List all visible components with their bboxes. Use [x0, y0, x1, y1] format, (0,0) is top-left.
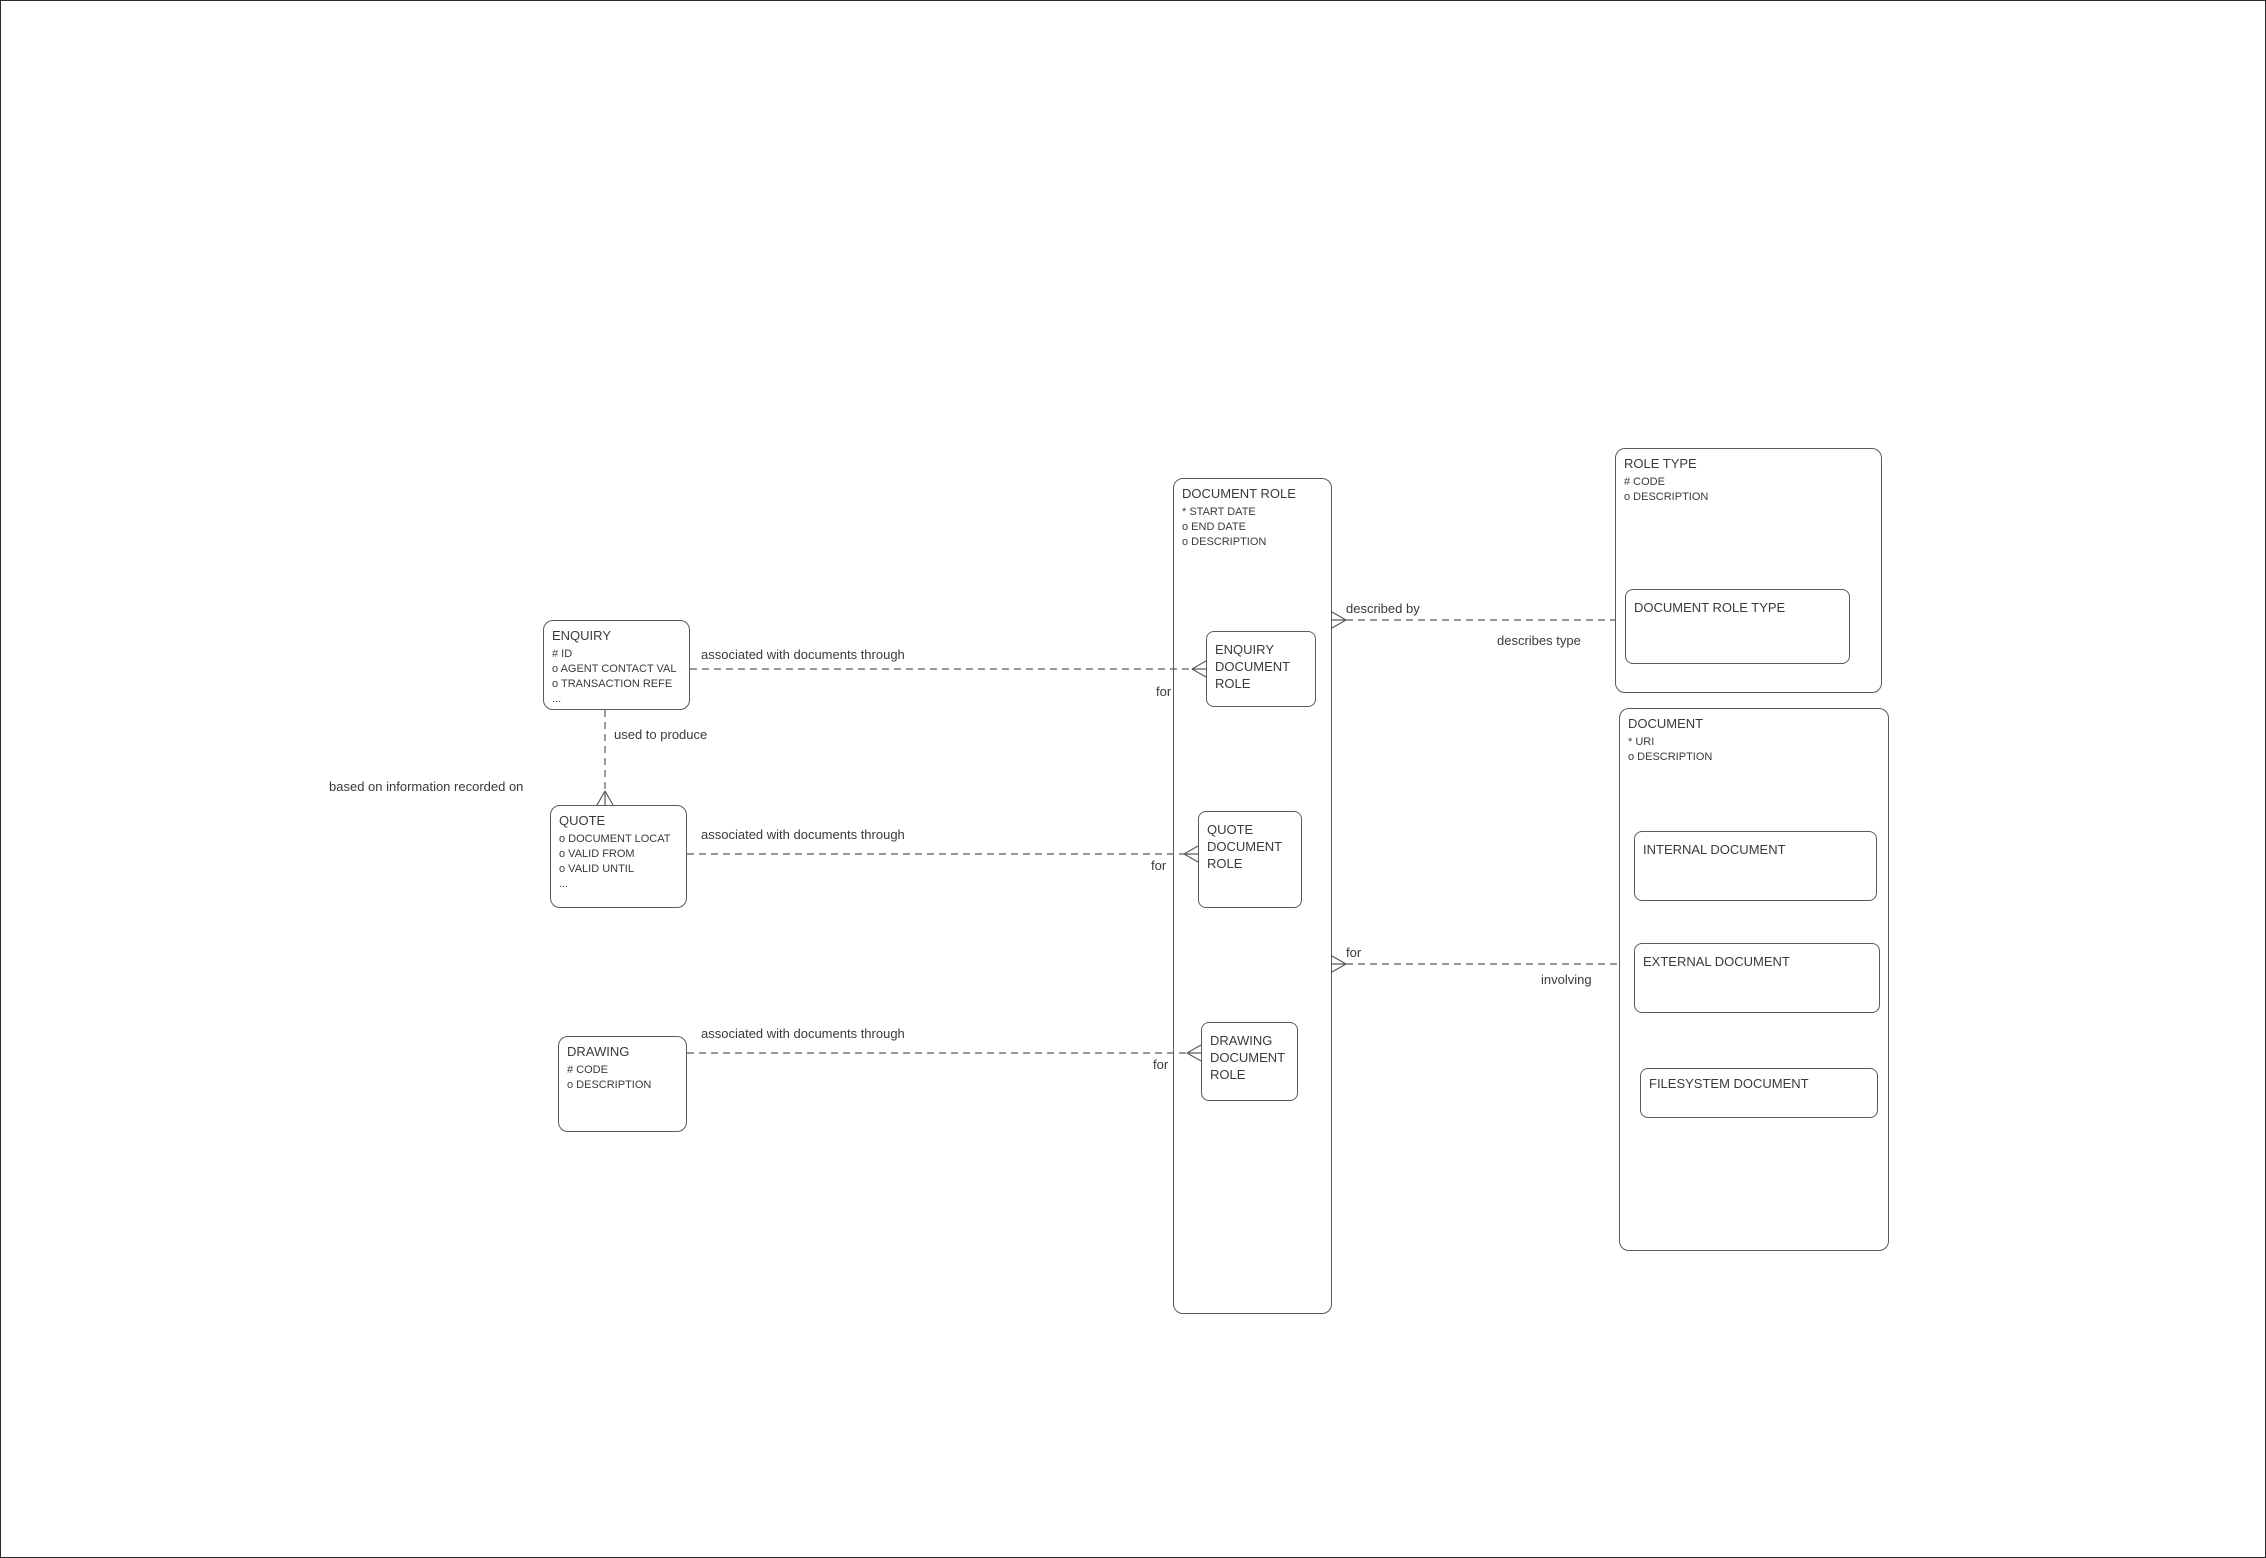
relationship-label: based on information recorded on	[329, 779, 524, 794]
crows-foot	[1191, 660, 1207, 678]
attribute: o VALID UNTIL	[559, 863, 634, 875]
attribute: # ID	[552, 648, 573, 660]
relationship-label: associated with documents through	[701, 647, 905, 662]
entity-quote-document-role[interactable]: QUOTE DOCUMENT ROLE	[1198, 811, 1302, 908]
attribute: o DESCRIPTION	[567, 1079, 652, 1091]
entity-drawing-document-role[interactable]: DRAWING DOCUMENT ROLE	[1201, 1022, 1298, 1101]
entity-title: ENQUIRY DOCUMENT ROLE	[1215, 642, 1290, 691]
entity-internal-document[interactable]: INTERNAL DOCUMENT	[1634, 831, 1877, 901]
relationship-label: for	[1346, 945, 1362, 960]
attribute: ...	[552, 693, 562, 705]
relationship-label: for	[1151, 858, 1167, 873]
entity-title: QUOTE DOCUMENT ROLE	[1207, 822, 1282, 871]
connector-drawing-to-drawing-document-role[interactable]	[687, 1044, 1202, 1062]
attribute: o DESCRIPTION	[1624, 491, 1709, 503]
connector-enquiry-to-quote[interactable]	[596, 710, 614, 806]
entity-enquiry[interactable]: ENQUIRY # ID o AGENT CONTACT VAL o TRANS…	[543, 620, 690, 710]
relationship-label: associated with documents through	[701, 827, 905, 842]
crows-foot	[596, 790, 614, 806]
relationship-label: for	[1153, 1057, 1169, 1072]
crows-foot	[1331, 611, 1347, 629]
entity-title: DRAWING DOCUMENT ROLE	[1210, 1033, 1285, 1082]
entity-filesystem-document[interactable]: FILESYSTEM DOCUMENT	[1640, 1068, 1878, 1118]
attribute: o DESCRIPTION	[1628, 751, 1713, 763]
entity-drawing[interactable]: DRAWING # CODE o DESCRIPTION	[558, 1036, 687, 1132]
entity-title: DRAWING	[567, 1044, 630, 1059]
entity-document-role[interactable]: DOCUMENT ROLE * START DATE o END DATE o …	[1173, 478, 1332, 1314]
attribute: o AGENT CONTACT VAL	[552, 663, 677, 675]
entity-external-document[interactable]: EXTERNAL DOCUMENT	[1634, 943, 1880, 1013]
connector-enquiry-to-enquiry-document-role[interactable]	[690, 660, 1207, 678]
relationship-label: used to produce	[614, 727, 708, 742]
attribute: ...	[559, 878, 569, 890]
entity-title: FILESYSTEM DOCUMENT	[1649, 1076, 1809, 1091]
attribute: # CODE	[1624, 476, 1665, 488]
entity-title: ENQUIRY	[552, 628, 611, 643]
crows-foot	[1183, 845, 1199, 863]
relationship-label: involving	[1541, 972, 1592, 987]
attribute: * URI	[1628, 736, 1655, 748]
entity-enquiry-document-role[interactable]: ENQUIRY DOCUMENT ROLE	[1206, 631, 1316, 707]
entity-title: EXTERNAL DOCUMENT	[1643, 954, 1790, 969]
entity-title: DOCUMENT	[1628, 716, 1704, 731]
entity-role-type[interactable]: ROLE TYPE # CODE o DESCRIPTION	[1615, 448, 1882, 693]
connector-document-role-to-role-type[interactable]	[1331, 611, 1615, 629]
relationship-label: described by	[1346, 601, 1420, 616]
crows-foot	[1331, 955, 1347, 973]
entity-title: QUOTE	[559, 813, 606, 828]
entity-title: INTERNAL DOCUMENT	[1643, 842, 1786, 857]
entity-document-role-type[interactable]: DOCUMENT ROLE TYPE	[1625, 589, 1850, 664]
attribute: * START DATE	[1182, 506, 1256, 518]
entity-title: DOCUMENT ROLE TYPE	[1634, 600, 1786, 615]
crows-foot	[1186, 1044, 1202, 1062]
entity-quote[interactable]: QUOTE o DOCUMENT LOCAT o VALID FROM o VA…	[550, 805, 687, 908]
attribute: o DESCRIPTION	[1182, 536, 1267, 548]
connector-quote-to-quote-document-role[interactable]	[687, 845, 1199, 863]
entity-title: DOCUMENT ROLE	[1182, 486, 1296, 501]
attribute: o END DATE	[1182, 521, 1246, 533]
attribute: # CODE	[567, 1064, 608, 1076]
entity-title: ROLE TYPE	[1624, 456, 1697, 471]
attribute: o TRANSACTION REFE	[552, 678, 673, 690]
connector-document-role-to-document[interactable]	[1331, 955, 1619, 973]
relationship-label: describes type	[1497, 633, 1581, 648]
entity-document[interactable]: DOCUMENT * URI o DESCRIPTION	[1619, 708, 1889, 1251]
relationship-label: for	[1156, 684, 1172, 699]
relationship-label: associated with documents through	[701, 1026, 905, 1041]
attribute: o DOCUMENT LOCAT	[559, 833, 671, 845]
attribute: o VALID FROM	[559, 848, 635, 860]
